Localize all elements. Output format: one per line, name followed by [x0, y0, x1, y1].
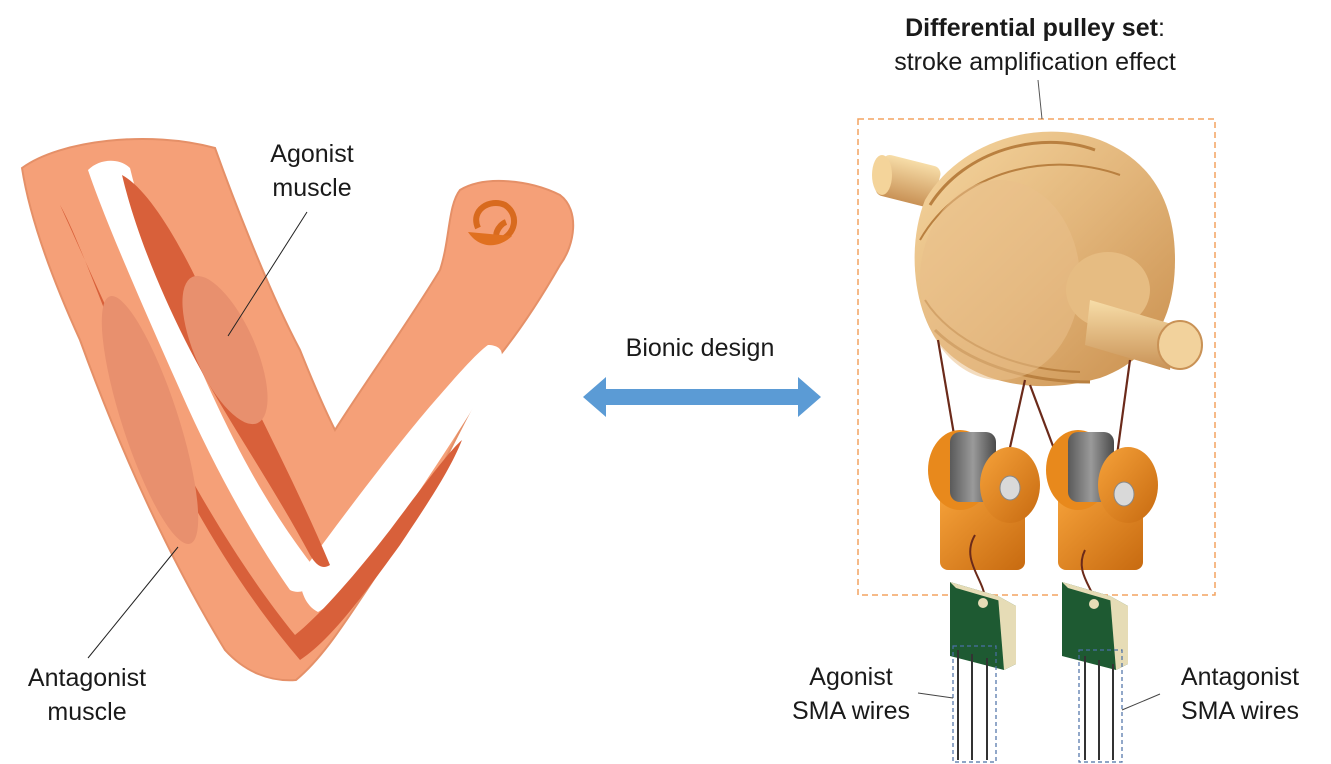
- pulley-set-subtitle: stroke amplification effect: [894, 48, 1176, 76]
- agonist-muscle-belly: [182, 275, 268, 425]
- arm-silhouette: [20, 137, 575, 682]
- antagonist-muscle-belly: [101, 296, 199, 544]
- right-sma-board: [1062, 582, 1128, 760]
- antagonist-wires-leader: [1121, 693, 1161, 711]
- fist-curl: [473, 200, 517, 244]
- agonist-sma-wires-line1: Agonist: [809, 663, 893, 691]
- pulley-set-title-bold: Differential pulley set: [905, 14, 1158, 42]
- pulley-title-leader: [1037, 79, 1043, 120]
- arm-illustration: [20, 137, 575, 682]
- left-shaft: [872, 155, 941, 207]
- antagonist-sma-wires-line1: Antagonist: [1180, 663, 1300, 691]
- bionic-design-label: Bionic design: [625, 334, 775, 362]
- double-headed-arrow-icon: [583, 377, 821, 417]
- hex-nut-icon: [1113, 481, 1135, 507]
- agonist-wires-dashed-box: [952, 645, 997, 763]
- pulley-set-title-colon: :: [1157, 14, 1165, 42]
- agonist-muscle-label: Agonist muscle: [250, 137, 374, 205]
- antagonist-leader-line: [87, 546, 179, 659]
- antagonist-sma-wires-line2: SMA wires: [1180, 697, 1300, 725]
- left-pulley-unit: [928, 430, 1040, 570]
- forearm-bone: [300, 345, 502, 612]
- agonist-leader-line: [227, 211, 308, 337]
- antagonist-sma-wires-label: Antagonist SMA wires: [1165, 660, 1315, 728]
- hex-nut-icon: [999, 475, 1021, 501]
- agonist-sma-wires-label: Agonist SMA wires: [778, 660, 924, 728]
- right-shaft: [1066, 252, 1203, 370]
- pulley-set-title: Differential pulley set:: [840, 11, 1230, 45]
- antagonist-muscle-label-line1: Antagonist: [27, 664, 147, 692]
- antagonist-wires-dashed-box: [1078, 649, 1123, 763]
- pulley-mechanism: [857, 79, 1216, 763]
- antagonist-muscle-label: Antagonist muscle: [14, 661, 160, 729]
- right-pulley-unit: [1046, 430, 1158, 570]
- agonist-wires-leader: [917, 692, 954, 699]
- agonist-muscle-label-line2: muscle: [272, 174, 352, 202]
- left-sma-board: [950, 582, 1016, 760]
- agonist-muscle-label-line1: Agonist: [270, 140, 354, 168]
- humerus-bone: [88, 160, 320, 592]
- antagonist-muscle-label-line2: muscle: [47, 698, 127, 726]
- pulley-set-dashed-box: [857, 118, 1216, 596]
- agonist-sma-wires-line2: SMA wires: [791, 697, 911, 725]
